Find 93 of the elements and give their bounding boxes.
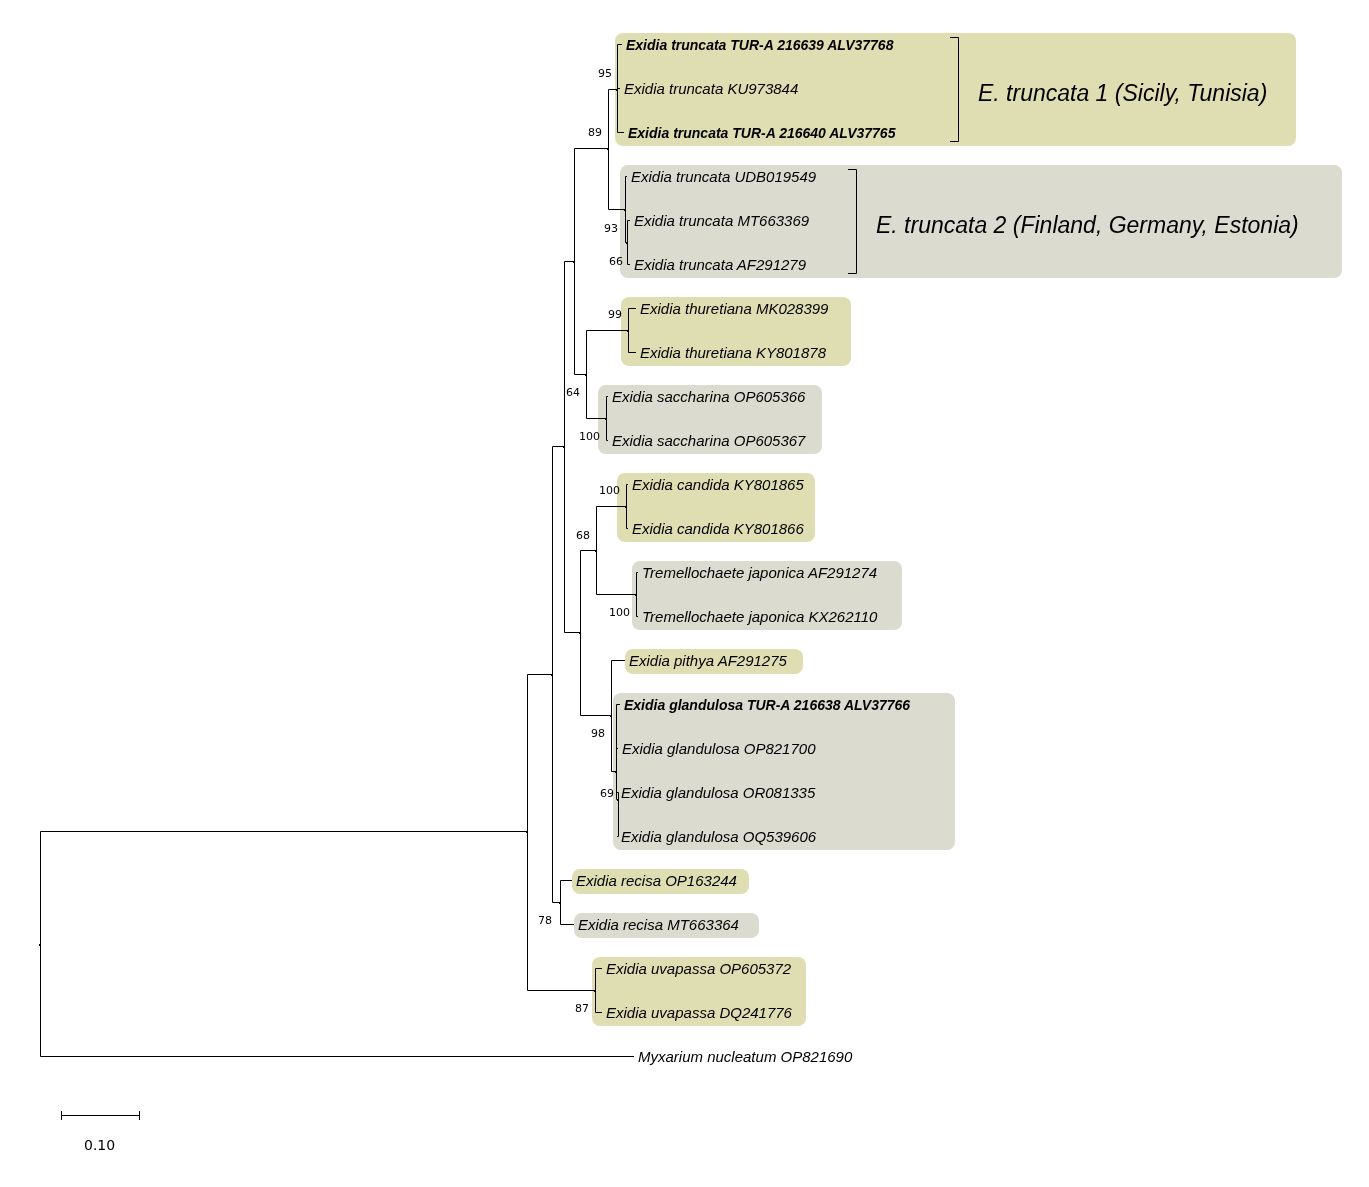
- tree-branch: [617, 44, 623, 90]
- tree-branch: [608, 89, 617, 149]
- tree-branch: [596, 550, 636, 595]
- bootstrap-value: 95: [598, 68, 612, 80]
- taxon-label: Exidia candida KY801866: [628, 519, 804, 539]
- clade-highlight: [613, 693, 955, 850]
- tree-branch: [606, 418, 609, 441]
- clade-highlight: [625, 649, 803, 674]
- bootstrap-value: 78: [538, 915, 552, 927]
- taxon-label: Exidia truncata TUR-A 216640 ALV37765: [624, 123, 896, 143]
- tree-branch: [595, 990, 603, 1013]
- tree-branch: [596, 506, 626, 551]
- taxon-label: Exidia uvapassa DQ241776: [602, 1003, 792, 1023]
- tree-branch: [617, 89, 625, 133]
- tree-branch: [626, 484, 629, 507]
- tree-branch: [608, 148, 625, 210]
- tree-branch: [611, 715, 616, 772]
- bootstrap-value: 87: [575, 1003, 589, 1015]
- taxon-label: Exidia glandulosa OQ539606: [617, 827, 817, 847]
- bootstrap-value: 100: [579, 431, 600, 443]
- bootstrap-value: 100: [609, 607, 630, 619]
- bootstrap-value: 69: [600, 788, 614, 800]
- tree-branch: [40, 944, 635, 1057]
- tree-branch: [564, 446, 580, 633]
- taxon-label: Exidia recisa MT663364: [574, 915, 739, 935]
- taxon-label: Exidia glandulosa OR081335: [617, 783, 816, 803]
- bootstrap-value: 93: [604, 223, 618, 235]
- scale-value: 0.10: [84, 1137, 116, 1153]
- taxon-label: Tremellochaete japonica KX262110: [638, 607, 878, 627]
- clade-highlight: [592, 957, 806, 1026]
- tree-branch: [574, 148, 608, 262]
- tree-branch: [625, 176, 628, 210]
- bootstrap-value: 100: [599, 485, 620, 497]
- tree-branch: [574, 261, 586, 375]
- bootstrap-value: 89: [588, 127, 602, 139]
- taxon-label: Exidia glandulosa TUR-A 216638 ALV37766: [620, 695, 911, 715]
- taxon-label: Exidia glandulosa OP821700: [618, 739, 816, 759]
- bootstrap-value: 68: [576, 530, 590, 542]
- taxon-label: Exidia pithya AF291275: [625, 651, 787, 671]
- tree-branch: [527, 674, 552, 832]
- tree-branch: [617, 88, 621, 90]
- taxon-label: Exidia thuretiana MK028399: [636, 299, 829, 319]
- taxon-label: Myxarium nucleatum OP821690: [634, 1047, 853, 1067]
- clade-highlight: [574, 913, 759, 938]
- tree-branch: [628, 308, 637, 331]
- tree-branch: [580, 550, 596, 633]
- taxon-label: Exidia candida KY801865: [628, 475, 804, 495]
- tree-branch: [627, 242, 631, 265]
- clade-highlight: [598, 385, 822, 454]
- clade-label: E. truncata 1 (Sicily, Tunisia): [978, 79, 1268, 107]
- tree-branch: [586, 330, 628, 375]
- tree-branch: [564, 261, 574, 447]
- taxon-label: Exidia saccharina OP605367: [608, 431, 806, 451]
- tree-branch: [595, 968, 603, 991]
- tree-branch: [616, 771, 618, 800]
- tree-branch: [560, 902, 575, 925]
- tree-branch: [611, 660, 626, 716]
- tree-branch: [616, 748, 619, 772]
- tree-branch: [552, 446, 564, 675]
- taxon-label: Exidia saccharina OP605366: [608, 387, 806, 407]
- tree-branch: [560, 880, 573, 903]
- taxon-label: Exidia recisa OP163244: [572, 871, 737, 891]
- taxon-label: Exidia truncata AF291279: [630, 255, 807, 275]
- taxon-label: Tremellochaete japonica AF291274: [638, 563, 878, 583]
- tree-branch: [616, 792, 619, 800]
- bootstrap-value: 64: [566, 387, 580, 399]
- tree-branch: [626, 506, 629, 529]
- tree-branch: [616, 799, 619, 837]
- taxon-label: Exidia truncata MT663369: [630, 211, 810, 231]
- tree-branch: [40, 831, 527, 945]
- tree-branch: [628, 330, 637, 353]
- clade-highlight: [632, 561, 902, 630]
- tree-branch: [586, 374, 606, 419]
- tree-branch: [627, 220, 631, 243]
- clade-highlight: [615, 33, 1296, 146]
- taxon-label: Exidia truncata TUR-A 216639 ALV37768: [622, 35, 894, 55]
- taxon-label: Exidia truncata UDB019549: [627, 167, 817, 187]
- bootstrap-value: 99: [608, 309, 622, 321]
- tree-branch: [552, 674, 560, 903]
- clade-highlight: [572, 869, 749, 894]
- tree-branch: [606, 396, 609, 419]
- tree-branch: [636, 572, 639, 595]
- tree-branch: [625, 209, 627, 243]
- clade-label: E. truncata 2 (Finland, Germany, Estonia): [876, 211, 1299, 239]
- bootstrap-value: 98: [591, 728, 605, 740]
- clade-highlight: [621, 297, 851, 366]
- bootstrap-value: 66: [609, 256, 623, 268]
- taxon-label: Exidia uvapassa OP605372: [602, 959, 792, 979]
- tree-branch: [580, 632, 611, 716]
- tree-branch: [527, 831, 595, 991]
- taxon-label: Exidia truncata KU973844: [620, 79, 799, 99]
- taxon-label: Exidia thuretiana KY801878: [636, 343, 826, 363]
- tree-branch: [636, 594, 639, 617]
